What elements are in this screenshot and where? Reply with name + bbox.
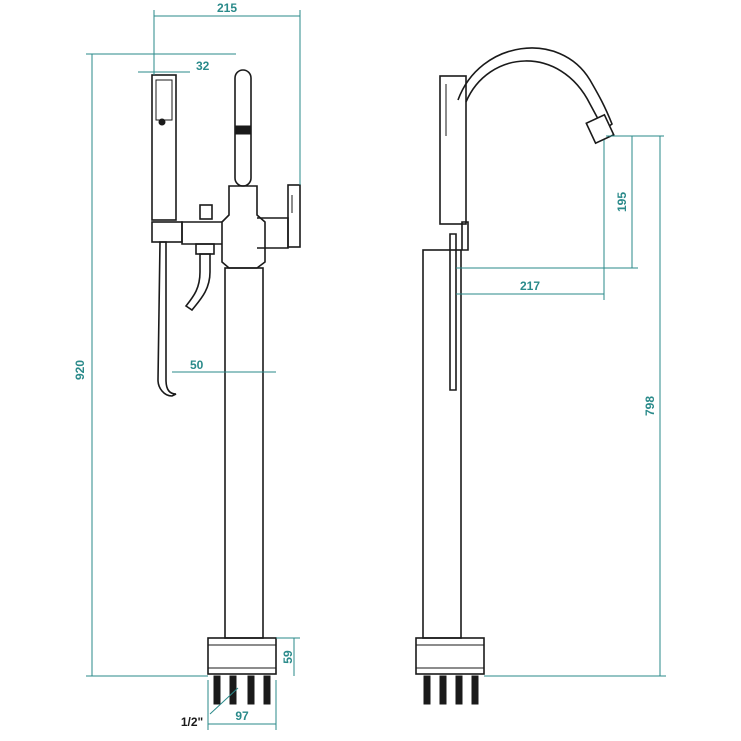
front-lever-handle bbox=[287, 184, 301, 248]
front-view bbox=[151, 69, 301, 705]
front-mixer-body bbox=[221, 185, 266, 269]
front-column bbox=[224, 267, 264, 639]
dim-217: 217 bbox=[520, 279, 540, 293]
dimension-labels: 215 32 920 50 59 97 1/2" 195 217 798 bbox=[73, 1, 657, 729]
side-shower-hose bbox=[449, 233, 457, 391]
side-handshower bbox=[439, 75, 467, 225]
side-holder bbox=[461, 221, 469, 251]
dim-thread: 1/2" bbox=[181, 715, 203, 729]
dim-59: 59 bbox=[281, 650, 295, 664]
front-handshower-button bbox=[158, 118, 166, 126]
front-aerator bbox=[235, 125, 251, 135]
side-base bbox=[415, 637, 485, 675]
front-handshower-holder bbox=[151, 221, 183, 243]
dim-798: 798 bbox=[643, 396, 657, 416]
dim-215: 215 bbox=[217, 1, 237, 15]
side-view bbox=[415, 47, 615, 705]
dim-920: 920 bbox=[73, 360, 87, 380]
dimension-lines bbox=[86, 10, 666, 730]
front-base-pipes bbox=[213, 675, 271, 705]
side-spout-arc bbox=[457, 47, 613, 132]
front-lever-housing bbox=[257, 217, 289, 249]
front-hose-nut bbox=[195, 243, 215, 255]
front-hose bbox=[184, 253, 211, 312]
dim-195: 195 bbox=[615, 192, 629, 212]
side-base-pipes bbox=[423, 675, 479, 705]
dim-50: 50 bbox=[190, 358, 204, 372]
dim-32: 32 bbox=[196, 59, 210, 73]
front-diverter-knob bbox=[199, 204, 213, 220]
front-base bbox=[207, 637, 277, 675]
front-handshower bbox=[151, 74, 177, 221]
front-shower-hose bbox=[157, 241, 177, 397]
front-hose-connector bbox=[181, 221, 222, 245]
dim-97: 97 bbox=[235, 709, 249, 723]
front-spout-tube bbox=[234, 69, 252, 187]
front-handshower-spray bbox=[155, 79, 173, 121]
